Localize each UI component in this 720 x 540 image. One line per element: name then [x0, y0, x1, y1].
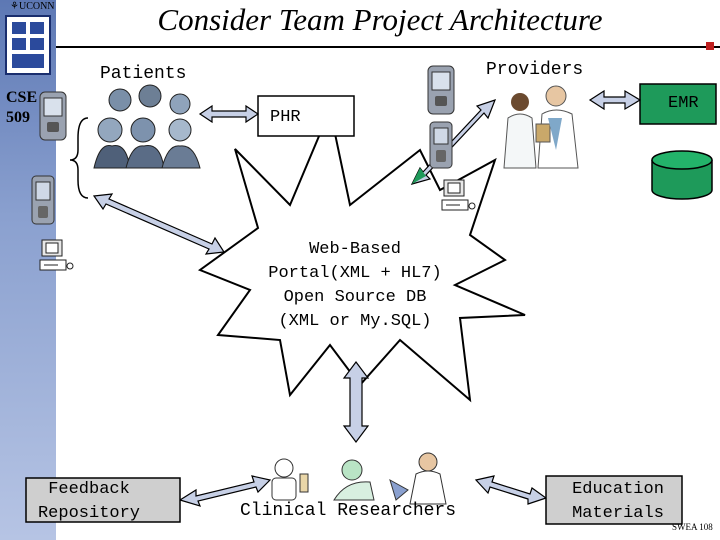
- arrow-portal-clinical: [342, 361, 370, 443]
- device-bracket: [69, 117, 89, 199]
- providers-label: Providers: [486, 60, 584, 80]
- doctors-icon: [503, 85, 579, 169]
- pda-icon: [427, 65, 455, 115]
- emr-label: EMR: [668, 94, 699, 113]
- phr-label: PHR: [270, 108, 301, 127]
- clinical-label: Clinical Researchers: [240, 501, 457, 521]
- feedback-line: Repository: [37, 504, 141, 523]
- title-accent: [706, 42, 714, 50]
- computer-icon: [441, 179, 476, 211]
- database-icon: [651, 150, 713, 200]
- course-label: CSE 509: [6, 88, 37, 128]
- footer-label: SWEA 108: [672, 522, 713, 532]
- portal-line: Portal(XML + HL7): [268, 264, 442, 283]
- researchers-icon: [271, 452, 447, 505]
- portal-burst: [197, 106, 526, 403]
- emr-box: [639, 83, 717, 125]
- portal-line: Open Source DB: [283, 288, 427, 307]
- phr-box: [257, 95, 355, 137]
- title-divider: [56, 46, 720, 48]
- arrow-patients-portal: [92, 193, 226, 255]
- education-line: Education: [572, 480, 664, 499]
- page-title: Consider Team Project Architecture: [157, 2, 603, 37]
- education-box: [545, 475, 683, 525]
- feedback-line: Feedback: [48, 480, 130, 499]
- course-line: 509: [6, 109, 30, 126]
- patients-label: Patients: [100, 64, 187, 84]
- people-group-icon: [93, 84, 201, 169]
- pda-icon: [31, 175, 55, 225]
- feedback-label: Feedback Repository: [27, 478, 151, 526]
- pda-icon: [429, 121, 453, 169]
- arrow-patients-phr: [198, 104, 260, 124]
- uconn-logo-icon: [5, 15, 51, 75]
- pda-icon: [39, 91, 67, 141]
- education-label: Education Materials: [554, 478, 682, 526]
- arrow-feedback-clinical: [178, 475, 272, 507]
- university-label: ⚘UCONN: [10, 1, 55, 12]
- portal-label: Web-Based Portal(XML + HL7) Open Source …: [240, 238, 470, 334]
- arrow-green-head: [412, 168, 426, 184]
- education-line: Materials: [572, 504, 664, 523]
- arrow-providers-emr: [588, 89, 642, 111]
- arrow-clinical-education: [474, 475, 548, 505]
- course-line: CSE: [6, 89, 38, 106]
- computer-icon: [39, 239, 74, 271]
- feedback-box: [25, 477, 181, 523]
- portal-line: Web-Based: [309, 240, 401, 259]
- portal-line: (XML or My.SQL): [278, 312, 432, 331]
